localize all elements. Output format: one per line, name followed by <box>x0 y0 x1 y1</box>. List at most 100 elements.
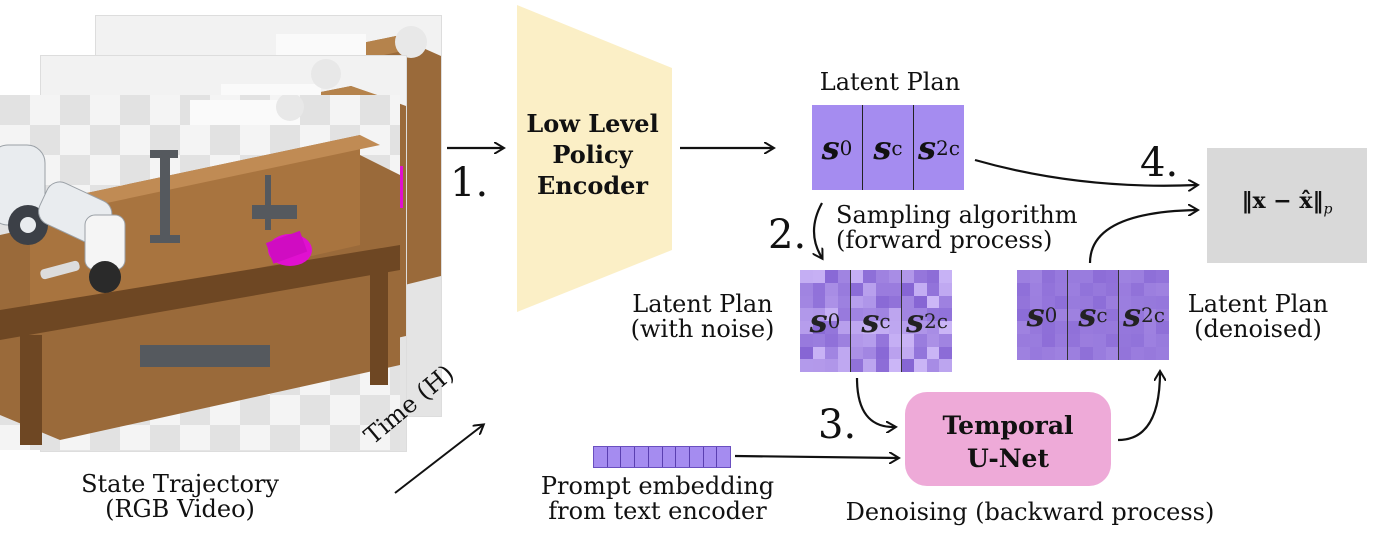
arrow-icon <box>814 202 822 258</box>
noise-pixel <box>1017 308 1030 322</box>
noise-pixel <box>1093 270 1106 283</box>
loss-label: ‖x − x̂‖p <box>1207 189 1367 217</box>
arrow-icon <box>1088 210 1197 264</box>
noise-pixel <box>1118 347 1131 360</box>
noise-pixel <box>901 282 914 296</box>
noise-pixel <box>1156 270 1169 283</box>
noise-pixel <box>1118 295 1131 309</box>
noise-pixel <box>888 270 902 283</box>
noise-pixel <box>800 308 813 321</box>
noise-pixel <box>825 295 838 309</box>
sampling-label: Sampling algorithm (forward process) <box>836 202 1077 255</box>
noise-pixel <box>800 295 813 309</box>
unet-line1: Temporal <box>942 411 1074 440</box>
noise-pixel <box>825 321 838 334</box>
noise-pixel <box>1093 308 1106 322</box>
noise-pixel <box>876 270 889 283</box>
step-4-label: 4. <box>1140 140 1179 186</box>
sampling-line2: (forward process) <box>836 226 1053 255</box>
encoder-line2: Policy <box>552 140 633 170</box>
noise-pixel <box>1143 295 1157 309</box>
noise-pixel <box>1067 334 1081 348</box>
noise-pixel <box>888 308 902 321</box>
noise-pixel <box>901 333 914 347</box>
noise-pixel <box>1105 295 1119 309</box>
noise-pixel <box>1093 347 1106 360</box>
noise-pixel <box>914 321 927 334</box>
noise-pixel <box>1093 295 1106 309</box>
arrow-icon <box>974 158 1197 186</box>
noise-pixel <box>812 359 826 372</box>
noise-pixel <box>926 308 940 321</box>
noise-pixel <box>1042 321 1055 335</box>
prompt-embedding-bar <box>593 446 731 468</box>
noise-pixel <box>1029 282 1043 296</box>
noise-pixel <box>888 282 902 296</box>
slider-handle <box>252 205 297 219</box>
noise-pixel <box>1143 321 1157 335</box>
noise-pixel <box>926 359 940 372</box>
noise-pixel <box>1118 282 1131 296</box>
latent-noise-label: Latent Plan (with noise) <box>620 291 785 342</box>
noise-pixel <box>876 359 889 372</box>
noise-pixel <box>1156 334 1169 348</box>
noise-pixel <box>825 282 838 296</box>
latent-denoised-line2: (denoised) <box>1194 315 1322 344</box>
noise-pixel <box>1067 282 1081 296</box>
noise-pixel <box>825 333 838 347</box>
unet-label: Temporal U-Net <box>905 410 1111 475</box>
noise-pixel <box>850 321 864 334</box>
state-trajectory-line1: State Trajectory <box>81 470 279 498</box>
noise-pixel <box>838 333 851 347</box>
noise-pixel <box>838 270 851 283</box>
noise-pixel <box>1017 270 1030 283</box>
noise-pixel <box>825 308 838 321</box>
noise-pixel <box>926 282 940 296</box>
noise-pixel <box>1118 308 1131 322</box>
noise-pixel <box>863 270 876 283</box>
noise-pixel <box>1042 282 1055 296</box>
noise-pixel <box>876 295 889 309</box>
noise-pixel <box>1105 321 1119 335</box>
noise-pixel <box>876 321 889 334</box>
noise-pixel <box>838 308 851 321</box>
noise-pixel <box>812 295 826 309</box>
noise-pixel <box>838 295 851 309</box>
noise-pixel <box>1105 282 1119 296</box>
noise-pixel <box>1055 334 1068 348</box>
noise-pixel <box>1067 321 1081 335</box>
noise-pixel <box>825 359 838 372</box>
noise-pixel <box>1156 295 1169 309</box>
noise-pixel <box>825 270 838 283</box>
noise-pixel <box>901 346 914 360</box>
step-2-label: 2. <box>768 212 807 258</box>
noise-pixel <box>1105 347 1119 360</box>
noise-pixel <box>1055 308 1068 322</box>
noise-pixel <box>939 333 952 347</box>
noise-pixel <box>1143 308 1157 322</box>
encoder-box <box>517 5 672 312</box>
denoising-label: Denoising (backward process) <box>845 498 1215 526</box>
noise-pixel <box>914 270 927 283</box>
noise-pixel <box>812 333 826 347</box>
arrow-icon <box>1117 372 1160 442</box>
noise-pixel <box>926 333 940 347</box>
noise-pixel <box>800 321 813 334</box>
noise-pixel <box>939 308 952 321</box>
noise-pixel <box>939 295 952 309</box>
noise-pixel <box>1080 321 1093 335</box>
noise-pixel <box>1055 295 1068 309</box>
noise-pixel <box>863 308 876 321</box>
encoder-line1: Low Level <box>526 109 659 138</box>
noise-pixel <box>914 282 927 296</box>
encoder-label: Low Level Policy Encoder <box>510 108 675 202</box>
noise-pixel <box>1156 282 1169 296</box>
noise-pixel <box>1055 282 1068 296</box>
noise-pixel <box>939 321 952 334</box>
noise-pixel <box>1029 308 1043 322</box>
noise-pixel <box>901 321 914 334</box>
drawer-handle <box>140 345 270 367</box>
noise-pixel <box>850 333 864 347</box>
